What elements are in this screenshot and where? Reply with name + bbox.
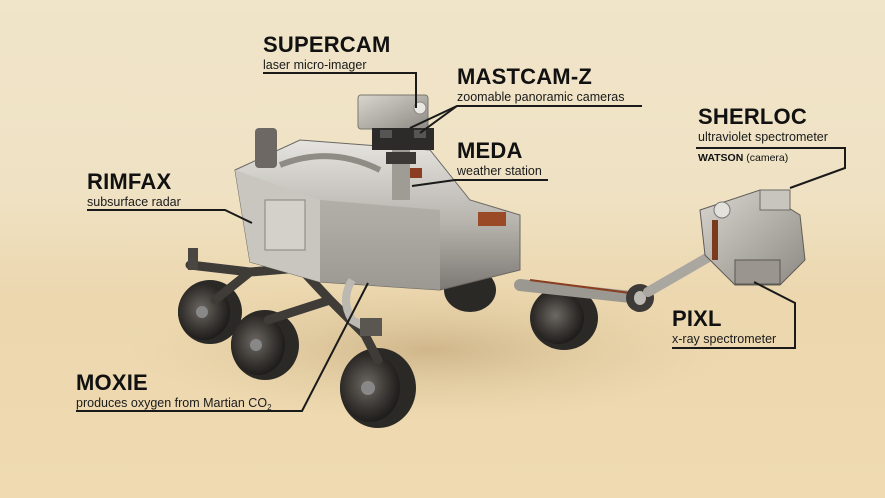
callout-sherloc: SHERLOC ultraviolet spectrometer WATSON … — [698, 106, 828, 165]
rimfax-title: RIMFAX — [87, 169, 172, 194]
pixl-title: PIXL — [672, 306, 722, 331]
watson-name: WATSON — [698, 152, 744, 164]
meda-title: MEDA — [457, 138, 523, 163]
supercam-title: SUPERCAM — [263, 32, 391, 57]
moxie-subtitle: produces oxygen from Martian CO2 — [76, 396, 272, 412]
moxie-subscript: 2 — [267, 403, 272, 412]
callout-mastcam-z: MASTCAM-Z zoomable panoramic cameras — [457, 66, 624, 105]
pixl-subtitle: x-ray spectrometer — [672, 332, 777, 346]
watson-note: (camera) — [743, 152, 789, 164]
arm-turret — [699, 189, 806, 286]
rimfax-subtitle: subsurface radar — [87, 195, 181, 209]
callout-rimfax: RIMFAX subsurface radar — [87, 171, 181, 210]
watson-label: WATSON (camera) — [698, 151, 828, 165]
callout-supercam: SUPERCAM laser micro-imager — [263, 34, 391, 73]
callout-pixl: PIXL x-ray spectrometer — [672, 308, 776, 347]
moxie-title: MOXIE — [76, 370, 148, 395]
callout-moxie: MOXIE produces oxygen from Martian CO2 — [76, 370, 272, 412]
moxie-subtitle-text: produces oxygen from Martian CO — [76, 396, 268, 410]
supercam-subtitle: laser micro-imager — [263, 58, 367, 72]
sherloc-title: SHERLOC — [698, 104, 807, 129]
callout-meda: MEDA weather station — [457, 140, 542, 179]
mastcam-title: MASTCAM-Z — [457, 64, 592, 89]
meda-subtitle: weather station — [457, 164, 542, 178]
mastcam-subtitle: zoomable panoramic cameras — [457, 90, 625, 104]
sherloc-subtitle: ultraviolet spectrometer — [698, 130, 828, 144]
